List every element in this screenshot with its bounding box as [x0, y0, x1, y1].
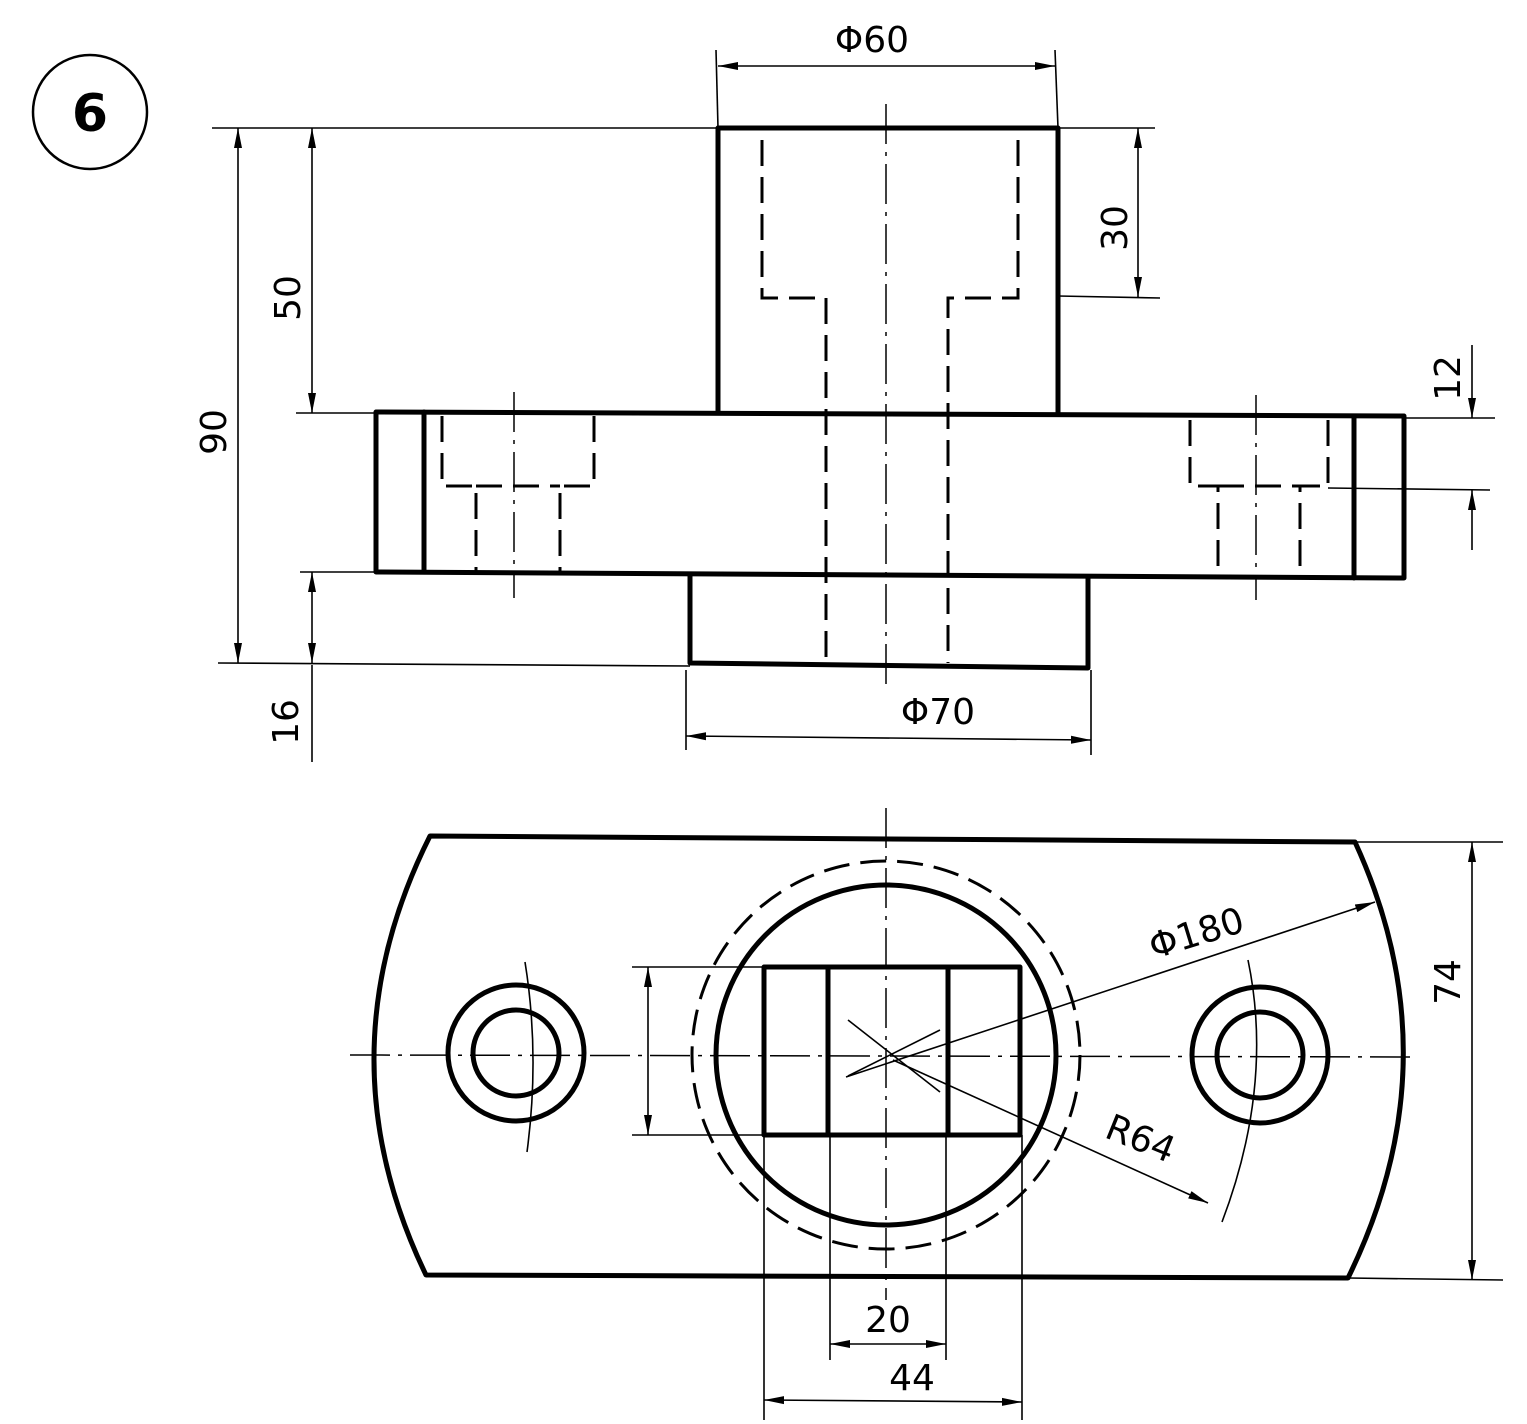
dim-total-height: 90 [194, 409, 235, 455]
top-view-boss-circle [713, 882, 1059, 1228]
top-view-right-hole [1189, 984, 1331, 1126]
front-view-dimension-lines [234, 62, 1476, 744]
top-view-square-section [761, 964, 1023, 1138]
dim-square-width: 44 [889, 1358, 935, 1399]
top-view: Φ180 74 R64 20 44 [349, 808, 1504, 1420]
front-view-extension-lines [212, 49, 1495, 762]
figure-number: 6 [72, 84, 108, 144]
dim-boss-height: 50 [268, 275, 309, 321]
top-view-hidden-circle [690, 859, 1082, 1251]
front-view: Φ60 90 50 30 12 16 Φ70 [194, 20, 1495, 762]
dim-bottom-height: 16 [266, 699, 307, 745]
top-view-left-hole [445, 982, 587, 1124]
front-view-hidden-lines [440, 140, 1330, 663]
dim-counterbore-depth: 30 [1095, 205, 1136, 251]
dim-pitch-circle: Φ180 [1144, 900, 1249, 968]
dim-boss-diameter: Φ60 [835, 20, 909, 61]
top-view-plate-outline [371, 833, 1406, 1281]
top-view-extension-lines [632, 841, 1504, 1420]
top-view-center-lines [349, 808, 1419, 1300]
dim-slot-width: 20 [865, 1300, 911, 1341]
dim-radius: R64 [1100, 1107, 1181, 1172]
front-view-center-lines [513, 104, 1257, 690]
top-view-radius-arcs [524, 959, 1258, 1223]
dim-flange-step: 12 [1428, 355, 1469, 401]
top-view-dimension-lines [644, 842, 1476, 1406]
dim-width: 74 [1428, 959, 1469, 1005]
dim-bottom-diameter: Φ70 [901, 692, 975, 733]
front-view-outline [373, 125, 1407, 671]
figure-number-badge: 6 [31, 53, 149, 171]
